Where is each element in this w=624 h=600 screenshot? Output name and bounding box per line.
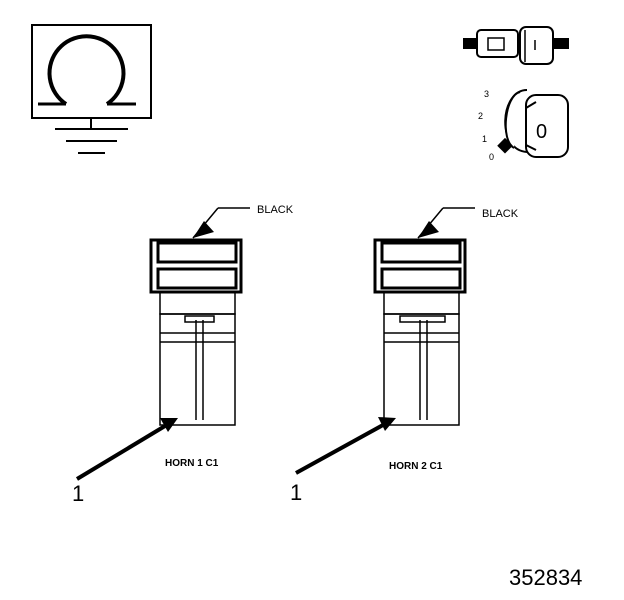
connector-2-name: HORN 2 C1 (389, 461, 443, 472)
connector-horn-2 (295, 207, 475, 475)
ignition-position-2: 2 (478, 111, 483, 121)
connector-1-color-label: BLACK (257, 204, 294, 216)
ignition-position-1: 1 (482, 134, 487, 144)
key-symbol: 0 (536, 121, 547, 143)
connector-2-color-label: BLACK (482, 208, 519, 220)
connector-horn-1 (75, 207, 250, 481)
figure-number: 352834 (509, 565, 582, 590)
ignition-position-3: 3 (484, 89, 489, 99)
ignition-key-icon (497, 89, 569, 158)
inline-connector-icon (463, 26, 569, 65)
connector-1-callout: 1 (72, 481, 84, 506)
connector-2-callout: 1 (290, 480, 302, 505)
ignition-position-0: 0 (489, 152, 494, 162)
connector-1-name: HORN 1 C1 (165, 458, 219, 469)
ground-resistance-symbol-icon (31, 24, 152, 154)
